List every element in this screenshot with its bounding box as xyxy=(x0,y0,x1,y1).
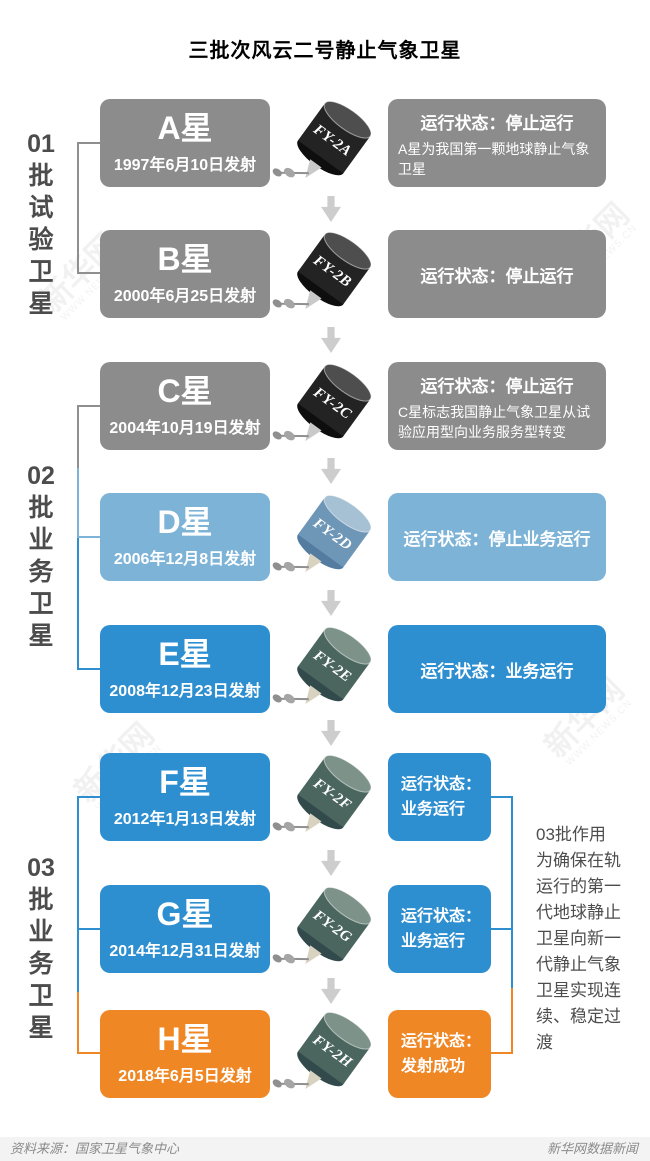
satellite-illustration-fy2d: FY-2D xyxy=(272,488,376,594)
status-box-a: 运行状态：停止运行 A星为我国第一颗地球静止气象卫星 xyxy=(388,99,606,187)
satellite-card-f: F星 2012年1月13日发射 xyxy=(100,753,270,841)
satellite-name: F星 xyxy=(159,764,211,800)
status-title: 运行状态：业务运行 xyxy=(420,661,574,681)
bracket-line xyxy=(77,405,79,468)
status-title: 运行状态：发射成功 xyxy=(401,1033,482,1075)
group-label-batch3: 03批业务卫星 xyxy=(27,854,55,1042)
satellite-card-d: D星 2006年12月8日发射 xyxy=(100,493,270,581)
bracket-line xyxy=(77,668,101,670)
bracket-line xyxy=(77,142,101,144)
launch-date: 2004年10月19日发射 xyxy=(109,420,261,437)
launch-date: 2008年12月23日发射 xyxy=(109,683,261,700)
bracket-line xyxy=(490,928,513,930)
batch3-note: 03批作用 为确保在轨 运行的第一 代地球静止 卫星向新一 代静止气象 卫星实现… xyxy=(536,825,621,1052)
bracket-line xyxy=(77,468,79,537)
bracket-line xyxy=(77,405,101,407)
status-box-g: 运行状态：业务运行 xyxy=(388,885,491,973)
satellite-illustration-fy2e: FY-2E xyxy=(272,620,376,726)
satellite-illustration-fy2c: FY-2C xyxy=(272,357,376,463)
bracket-line xyxy=(77,142,79,274)
status-title: 运行状态：停止业务运行 xyxy=(403,529,591,549)
status-box-d: 运行状态：停止业务运行 xyxy=(388,493,606,581)
satellite-card-g: G星 2014年12月31日发射 xyxy=(100,885,270,973)
bracket-line xyxy=(490,1052,513,1054)
bracket-line xyxy=(77,992,79,1054)
footer-credit: 新华网数据新闻 xyxy=(546,1141,638,1156)
group-label-batch2: 02批业务卫星 xyxy=(27,462,55,650)
launch-date: 2000年6月25日发射 xyxy=(113,288,257,305)
group-label-batch1: 01批试验卫星 xyxy=(27,130,55,318)
satellite-card-c: C星 2004年10月19日发射 xyxy=(100,362,270,450)
satellite-illustration-fy2f: FY-2F xyxy=(272,748,376,854)
satellite-name: H星 xyxy=(157,1021,213,1057)
status-box-b: 运行状态：停止运行 xyxy=(388,230,606,318)
bracket-line xyxy=(77,536,101,538)
bracket-line xyxy=(77,1052,101,1054)
satellite-name: C星 xyxy=(157,373,213,409)
bracket-line xyxy=(511,796,513,988)
footer-source: 资料来源：国家卫星气象中心 xyxy=(10,1141,180,1156)
satellite-name: G星 xyxy=(156,896,214,932)
bracket-line xyxy=(490,796,513,798)
status-description: C星标志我国静止气象卫星从试验应用型向业务服务型转变 xyxy=(398,404,591,440)
launch-date: 2014年12月31日发射 xyxy=(109,943,261,960)
satellite-illustration-fy2a: FY-2A xyxy=(272,94,376,200)
launch-date: 1997年6月10日发射 xyxy=(113,157,257,174)
satellite-card-e: E星 2008年12月23日发射 xyxy=(100,625,270,713)
satellite-illustration-fy2h: FY-2H xyxy=(272,1005,376,1111)
status-title: 运行状态：停止运行 xyxy=(420,377,574,396)
launch-date: 2018年6月5日发射 xyxy=(118,1068,252,1085)
bracket-line xyxy=(511,988,513,1054)
status-box-c: 运行状态：停止运行 C星标志我国静止气象卫星从试验应用型向业务服务型转变 xyxy=(388,362,606,450)
status-title: 运行状态：业务运行 xyxy=(401,776,482,818)
launch-date: 2012年1月13日发射 xyxy=(113,811,257,828)
satellite-card-b: B星 2000年6月25日发射 xyxy=(100,230,270,318)
bracket-line xyxy=(77,272,101,274)
page-title: 三批次风云二号静止气象卫星 xyxy=(188,40,462,62)
status-title: 运行状态：停止运行 xyxy=(420,266,574,286)
satellite-illustration-fy2g: FY-2G xyxy=(272,880,376,986)
footer-bar: 资料来源：国家卫星气象中心 新华网数据新闻 xyxy=(0,1137,650,1161)
bracket-line xyxy=(77,796,101,798)
status-box-e: 运行状态：业务运行 xyxy=(388,625,606,713)
satellite-name: A星 xyxy=(157,110,213,146)
bracket-line xyxy=(77,537,79,669)
satellite-name: E星 xyxy=(158,636,212,672)
launch-date: 2006年12月8日发射 xyxy=(113,551,257,568)
status-title: 运行状态：停止运行 xyxy=(420,114,574,133)
satellite-name: B星 xyxy=(157,241,213,277)
satellite-name: D星 xyxy=(157,504,213,540)
bracket-line xyxy=(77,796,79,992)
status-description: A星为我国第一颗地球静止气象卫星 xyxy=(398,141,590,177)
status-box-f: 运行状态：业务运行 xyxy=(388,753,491,841)
satellite-illustration-fy2b: FY-2B xyxy=(272,225,376,331)
status-title: 运行状态：业务运行 xyxy=(401,908,482,950)
bracket-line xyxy=(77,928,101,930)
satellite-card-h: H星 2018年6月5日发射 xyxy=(100,1010,270,1098)
status-box-h: 运行状态：发射成功 xyxy=(388,1010,491,1098)
satellite-card-a: A星 1997年6月10日发射 xyxy=(100,99,270,187)
